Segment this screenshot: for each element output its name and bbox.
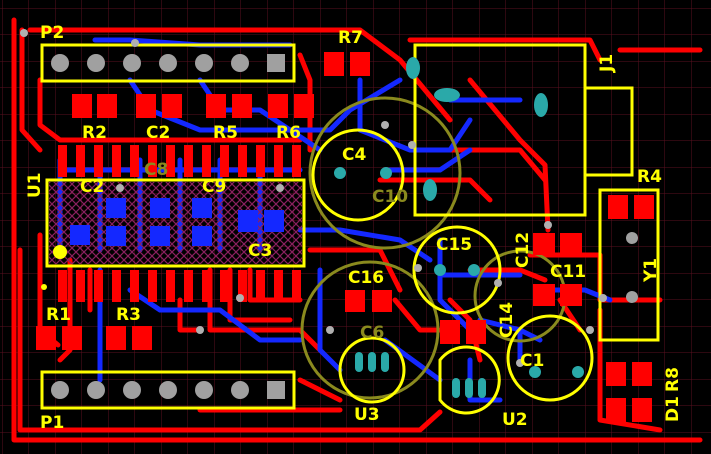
r4-pad-1 <box>608 195 628 219</box>
c10-label: C10 <box>372 187 408 207</box>
c11-pad-2 <box>560 284 582 306</box>
d1-pad-2 <box>632 398 652 422</box>
c9-label: C9 <box>202 177 226 197</box>
c1-label: C1 <box>520 351 544 371</box>
c2-pad-1 <box>136 94 156 118</box>
c2-top-label: C2 <box>146 123 170 143</box>
u3-label: U3 <box>354 405 380 425</box>
r4-label: R4 <box>637 167 662 187</box>
r6-pad-2 <box>294 94 314 118</box>
c3-label: C3 <box>248 241 272 261</box>
header-pins <box>51 54 285 399</box>
c14-pad-2 <box>466 320 486 344</box>
r7-pad-1 <box>324 52 344 76</box>
vias <box>20 29 607 367</box>
u2-label: U2 <box>502 410 528 430</box>
c16-pad-1 <box>345 290 365 312</box>
c14-label: C14 <box>497 302 517 338</box>
r2-pad-1 <box>72 94 92 118</box>
c2-pad-2 <box>162 94 182 118</box>
r1-pad-1 <box>36 326 56 350</box>
p1-label: P1 <box>40 413 64 433</box>
c14-pad-1 <box>440 320 460 344</box>
through-hole-pads <box>334 57 638 398</box>
r8-label: R8 <box>663 367 683 392</box>
c12-label: C12 <box>513 232 533 268</box>
c16-pad-2 <box>372 290 392 312</box>
r5-label: R5 <box>213 123 238 143</box>
u1-label: U1 <box>25 172 45 198</box>
d1-label: D1 <box>663 396 683 422</box>
u1-hatch-area <box>49 182 302 264</box>
bottom-smd-pads <box>70 198 284 246</box>
r6-label: R6 <box>276 123 301 143</box>
c11-label: C11 <box>550 262 586 282</box>
r2-label: R2 <box>82 123 107 143</box>
smd-pads <box>36 52 654 422</box>
r6-pad-1 <box>268 94 288 118</box>
bottom-overlay-outlines <box>300 96 567 400</box>
c6-label: C6 <box>360 323 384 343</box>
r1-pad-2 <box>62 326 82 350</box>
j1-label: J1 <box>597 54 617 73</box>
r2-pad-2 <box>97 94 117 118</box>
c8-label: C8 <box>144 160 168 180</box>
r4-pad-2 <box>634 195 654 219</box>
c4-label: C4 <box>342 145 366 165</box>
u1-pins <box>58 145 301 302</box>
c15-label: C15 <box>436 235 472 255</box>
c11-pad-1 <box>533 284 555 306</box>
c12-pad-2 <box>560 233 582 255</box>
c12-pad-1 <box>533 233 555 255</box>
r5-pad-2 <box>232 94 252 118</box>
d1-pad-1 <box>606 398 626 422</box>
r5-pad-1 <box>206 94 226 118</box>
y1-label: Y1 <box>641 258 661 283</box>
r3-pad-1 <box>106 326 126 350</box>
r8-pad-1 <box>606 362 626 386</box>
r3-pad-2 <box>132 326 152 350</box>
r7-label: R7 <box>338 28 363 48</box>
r8-pad-2 <box>632 362 652 386</box>
c2-bottom-label: C2 <box>80 177 104 197</box>
r3-label: R3 <box>116 305 141 325</box>
r1-label: R1 <box>46 305 71 325</box>
c16-label: C16 <box>348 268 384 288</box>
p2-label: P2 <box>40 23 64 43</box>
top-overlay-outlines <box>40 43 660 415</box>
r7-pad-2 <box>350 52 370 76</box>
